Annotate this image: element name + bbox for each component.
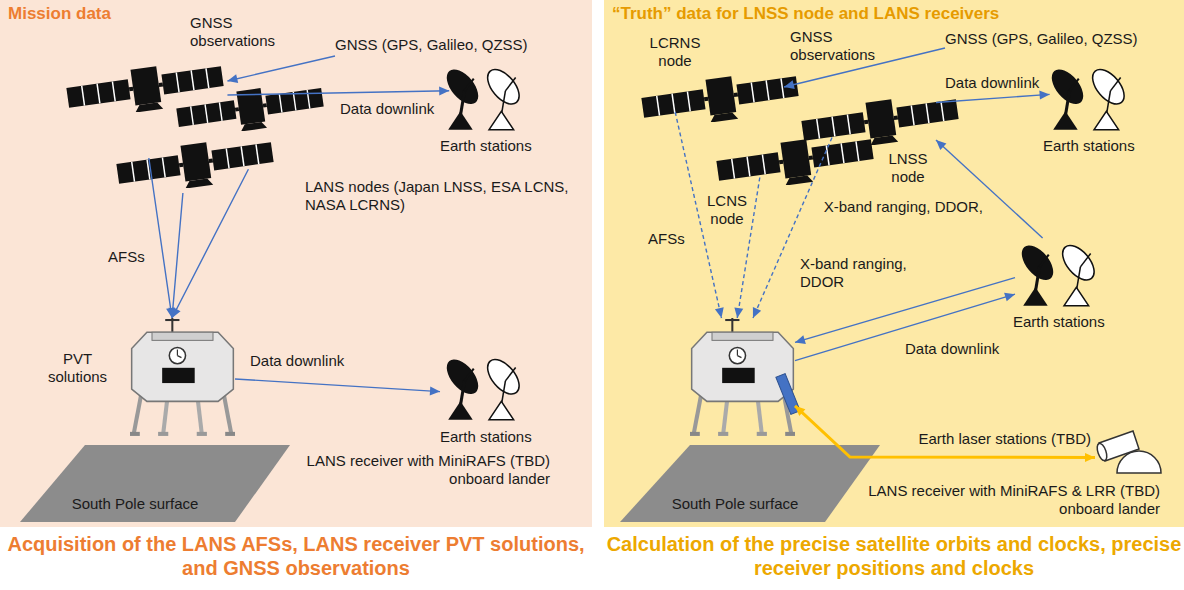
connector-line [795, 406, 1095, 458]
connector-line [784, 48, 945, 87]
node-label: LANS nodes (Japan LNSS, ESA LCNS, NASA L… [305, 178, 587, 214]
edge-label: Data downlink [945, 74, 1045, 92]
connector-line [795, 278, 1015, 343]
signal-arrow [936, 91, 1050, 103]
panel-caption: Calculation of the precise satellite orb… [604, 532, 1184, 580]
signal-arrow [734, 178, 759, 319]
arrowhead [784, 80, 795, 89]
signal-arrow [149, 158, 249, 318]
arrowhead [227, 74, 238, 83]
arrowhead [734, 307, 743, 318]
arrowhead [715, 307, 724, 318]
ground-surface: South Pole surface [620, 445, 880, 522]
gnss-source: GNSS (GPS, Galileo, QZSS) [335, 36, 515, 56]
connector-line [936, 140, 1043, 238]
signal-arrow [936, 140, 1043, 238]
node-label: Earth stations [440, 428, 550, 446]
edge-label: X-band ranging, DDOR, [818, 198, 983, 216]
ground-surface: South Pole surface [20, 445, 290, 522]
edge-label: AFSs [108, 248, 152, 266]
arrowhead [1004, 293, 1015, 302]
edge-label: Data downlink [250, 352, 360, 370]
signal-arrow [235, 379, 440, 395]
node-label: LNSS node [884, 150, 932, 186]
connector-line [753, 138, 832, 319]
arrowhead [936, 140, 946, 150]
right-satellites [640, 67, 960, 194]
arrowhead [166, 307, 180, 318]
arrowhead [439, 86, 449, 95]
signal-arrow [795, 293, 1015, 361]
edge-label: GNSS observations [790, 28, 920, 64]
left-satellites [65, 57, 325, 197]
node-label: LANS receiver with MiniRAFS (TBD) onboar… [280, 452, 550, 488]
node-label: LCNS node [704, 192, 750, 228]
node-label: South Pole surface [50, 495, 220, 513]
node-label: South Pole surface [655, 495, 815, 513]
arrowhead [795, 406, 1095, 462]
connector-line [227, 91, 449, 95]
connector-line [227, 56, 335, 81]
arrowhead [1039, 91, 1049, 100]
signal-arrow [795, 278, 1015, 344]
edge-label: Data downlink [340, 100, 450, 118]
node-label: GNSS (GPS, Galileo, QZSS) [335, 36, 535, 54]
edge-label: AFSs [648, 230, 692, 248]
signal-arrow [227, 86, 449, 95]
edge-label: Data downlink [905, 340, 1015, 358]
edge-label: X-band ranging, DDOR [800, 255, 920, 291]
arrowhead [430, 386, 440, 395]
laser-telescope [1095, 431, 1161, 473]
arrowhead [753, 307, 761, 318]
connector-line [737, 178, 760, 319]
node-label: LANS receiver with MiniRAFS & LRR (TBD) … [820, 482, 1160, 518]
node-label: Earth stations [1013, 313, 1123, 331]
laser-link [795, 406, 1095, 462]
connector-line [149, 158, 249, 318]
node-label: Earth stations [440, 137, 550, 155]
panel-heading: “Truth” data for LNSS node and LANS rece… [612, 4, 1172, 24]
edge-label: GNSS observations [190, 14, 320, 50]
node-label: LCRNS node [645, 34, 705, 70]
connector-line [675, 112, 721, 318]
panel-caption: Acquisition of the LANS AFSs, LANS recei… [0, 532, 592, 580]
node-label: GNSS (GPS, Galileo, QZSS) [945, 30, 1145, 48]
signal-arrow [753, 138, 832, 319]
node-label: Earth stations [1043, 137, 1153, 155]
signal-arrow [227, 56, 335, 83]
connector-line [235, 379, 440, 392]
note-label: PVT solutions [40, 350, 115, 386]
connector-line [795, 294, 1015, 361]
connector-line [936, 94, 1050, 102]
lander-icons [130, 318, 800, 436]
gnss-source: GNSS (GPS, Galileo, QZSS) [945, 30, 1125, 48]
signal-arrow [675, 112, 723, 318]
signal-arrow [784, 48, 945, 89]
arrowhead [795, 335, 806, 344]
node-label: Earth laser stations (TBD) [895, 430, 1091, 448]
